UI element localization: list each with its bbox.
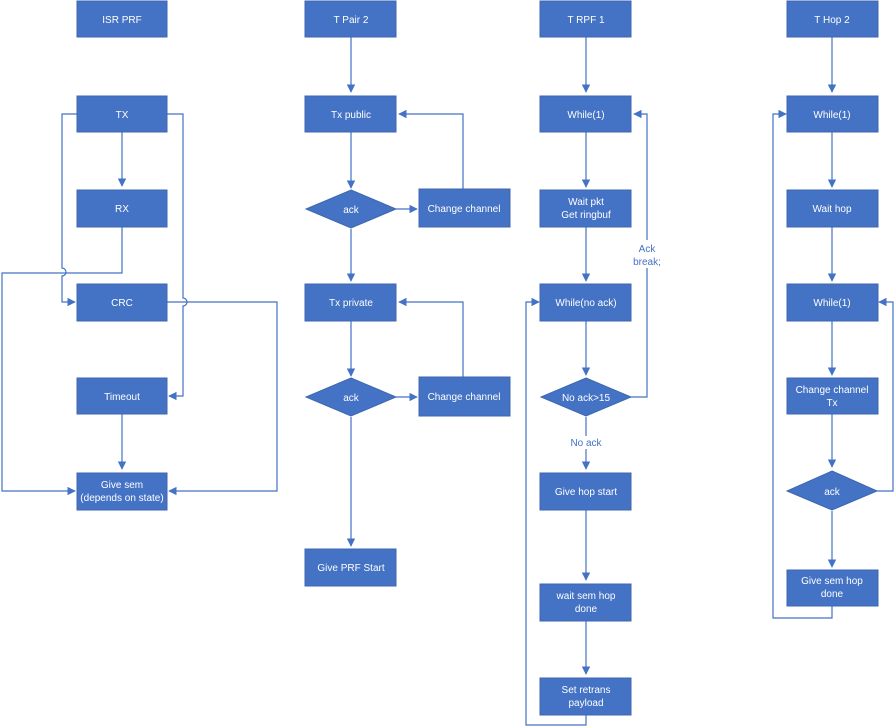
hop-ack-label: ack <box>824 487 841 498</box>
ack-decision-1: ack <box>304 189 398 229</box>
hop-while1-a-node: While(1) <box>786 95 879 133</box>
column-t-hop-2: T Hop 2 While(1) Wait hop While(1) Chang… <box>785 0 879 607</box>
arrow-givesemhopdone-to-while1a <box>772 109 833 619</box>
no-ack-label: No ack <box>570 438 602 449</box>
hop-while1-a-label: While(1) <box>813 110 850 121</box>
wait-pkt-label-line1: Wait pkt <box>568 197 604 208</box>
t-pair-2-title: T Pair 2 <box>304 0 397 38</box>
while-no-ack-node: While(no ack) <box>539 283 632 322</box>
t-pair-2-title-label: T Pair 2 <box>334 15 369 26</box>
while-no-ack-label: While(no ack) <box>555 298 616 309</box>
wait-pkt-label-line2: Get ringbuf <box>561 210 611 221</box>
tx-public-label: Tx public <box>331 110 371 121</box>
tx-private-label: Tx private <box>329 298 373 309</box>
arrow-changechannel1-to-txpublic <box>398 109 464 189</box>
ack-decision-2: ack <box>304 377 398 417</box>
arrow-changechannel2-to-txprivate <box>398 297 464 377</box>
ack-break-label-line1: Ack <box>639 244 657 255</box>
isr-prf-title-label: ISR PRF <box>102 15 141 26</box>
t-rpf-1-title: T RPF 1 <box>539 0 632 38</box>
wait-hop-node: Wait hop <box>786 189 879 228</box>
connectors <box>1 37 894 726</box>
wait-sem-hop-done-node: wait sem hop done <box>539 583 632 622</box>
t-rpf-1-title-label: T RPF 1 <box>567 15 604 26</box>
tx-node-label: TX <box>116 110 129 121</box>
set-retrans-payload-label-line1: Set retrans <box>562 685 611 696</box>
ack-decision-2-label: ack <box>343 393 360 404</box>
set-retrans-payload-node: Set retrans payload <box>539 677 632 716</box>
tx-public-node: Tx public <box>304 95 397 133</box>
give-sem-label-line1: Give sem <box>101 480 143 491</box>
no-ack-annotation: No ack <box>566 436 606 449</box>
crc-node: CRC <box>76 283 168 322</box>
change-channel-1-node: Change channel <box>418 188 511 228</box>
arrow-crc-to-givesem <box>167 301 278 496</box>
change-channel-2-label: Change channel <box>428 392 501 403</box>
wait-hop-label: Wait hop <box>812 204 852 215</box>
rpf-while1-node: While(1) <box>539 95 632 133</box>
isr-prf-title: ISR PRF <box>76 0 168 38</box>
give-hop-start-label: Give hop start <box>555 487 617 498</box>
timeout-node: Timeout <box>76 377 168 415</box>
tx-node: TX <box>76 95 168 133</box>
no-ack-15-label: No ack>15 <box>562 393 611 404</box>
timeout-node-label: Timeout <box>104 392 140 403</box>
t-hop-2-title: T Hop 2 <box>786 0 879 38</box>
rpf-while1-label: While(1) <box>567 110 604 121</box>
hop-while1-b-label: While(1) <box>813 298 850 309</box>
ack-break-annotation: Ack break; <box>628 240 666 268</box>
rx-node: RX <box>76 189 168 228</box>
column-t-pair-2: T Pair 2 Tx public ack Change channel Tx… <box>304 0 511 587</box>
arrow-rx-to-givesem <box>1 227 123 496</box>
no-ack-15-decision: No ack>15 <box>539 377 633 417</box>
give-sem-node: Give sem (depends on state) <box>76 472 168 511</box>
change-channel-tx-node: Change channel Tx <box>786 377 879 415</box>
hop-while1-b-node: While(1) <box>786 283 879 322</box>
column-t-rpf-1: T RPF 1 While(1) Wait pkt Get ringbuf Wh… <box>539 0 666 716</box>
give-sem-hop-done-label-line2: done <box>821 589 844 600</box>
give-sem-hop-done-label-line1: Give sem hop <box>801 576 863 587</box>
give-prf-start-node: Give PRF Start <box>304 548 397 587</box>
set-retrans-payload-label-line2: payload <box>568 698 603 709</box>
t-hop-2-title-label: T Hop 2 <box>814 15 850 26</box>
give-prf-start-label: Give PRF Start <box>317 563 384 574</box>
wait-sem-hop-done-label-line1: wait sem hop <box>556 591 616 602</box>
ack-break-label-line2: break; <box>633 257 661 268</box>
give-sem-hop-done-node: Give sem hop done <box>786 569 879 607</box>
change-channel-1-label: Change channel <box>428 204 501 215</box>
change-channel-tx-label-line1: Change channel <box>796 385 869 396</box>
tx-private-node: Tx private <box>304 283 397 322</box>
change-channel-tx-label-line2: Tx <box>826 398 837 409</box>
give-hop-start-node: Give hop start <box>539 472 632 511</box>
wait-sem-hop-done-label-line2: done <box>575 604 598 615</box>
ack-decision-1-label: ack <box>343 205 360 216</box>
change-channel-2-node: Change channel <box>418 376 511 417</box>
column-isr-prf: ISR PRF TX RX CRC Timeout Give sem (depe… <box>76 0 168 511</box>
arrow-tx-to-crc <box>61 113 77 307</box>
crc-node-label: CRC <box>111 298 133 309</box>
arrow-setretrans-to-whilenoack <box>525 297 587 726</box>
wait-pkt-node: Wait pkt Get ringbuf <box>539 189 632 228</box>
rx-node-label: RX <box>115 204 129 215</box>
arrow-tx-to-timeout <box>167 113 188 401</box>
arrow-ack-to-while1b <box>877 297 894 492</box>
give-sem-label-line2: (depends on state) <box>80 493 163 504</box>
hop-ack-decision: ack <box>785 470 879 511</box>
